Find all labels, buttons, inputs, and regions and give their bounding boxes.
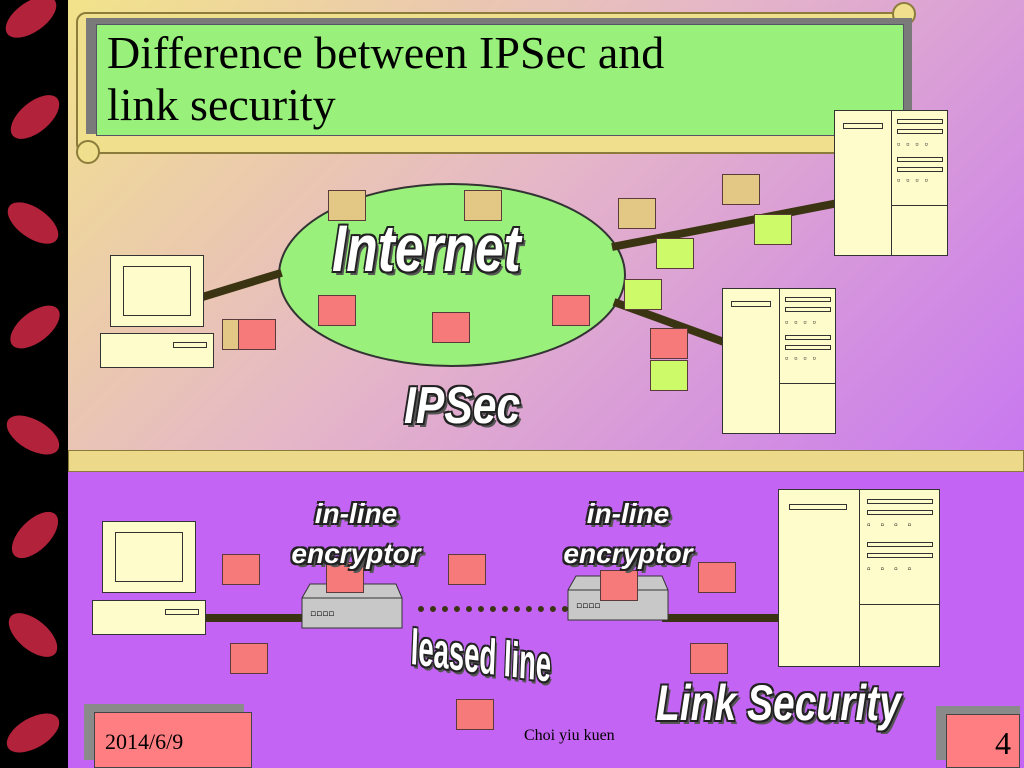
client-computer bbox=[102, 521, 196, 593]
petal-decoration bbox=[3, 86, 67, 148]
drive-slot bbox=[789, 504, 847, 510]
packet bbox=[754, 214, 792, 245]
drive-slot bbox=[897, 157, 943, 162]
client-computer bbox=[110, 255, 204, 327]
packet bbox=[448, 554, 486, 585]
title-box: Difference between IPSec and link securi… bbox=[96, 24, 904, 136]
page-title: Difference between IPSec and link securi… bbox=[107, 27, 664, 131]
drive-slot bbox=[843, 123, 883, 129]
ipsec-label: IPSec bbox=[404, 377, 521, 435]
packet bbox=[230, 643, 268, 674]
drive-slot bbox=[785, 297, 831, 302]
packet bbox=[318, 295, 356, 326]
packet bbox=[222, 554, 260, 585]
footer-date: 2014/6/9 bbox=[105, 729, 184, 754]
inline-encryptor-device: ▫▫▫▫ bbox=[301, 583, 403, 629]
encryptor-label-right: in-line encryptor bbox=[558, 494, 698, 574]
packet bbox=[464, 190, 502, 221]
petal-decoration bbox=[0, 407, 66, 463]
footer-author: Choi yiu kuen bbox=[524, 727, 615, 744]
packet bbox=[656, 238, 694, 269]
encryptor-label-line: encryptor bbox=[291, 538, 421, 569]
petal-decoration bbox=[0, 705, 66, 761]
packet bbox=[456, 699, 494, 730]
cable bbox=[194, 614, 312, 622]
drive-slot bbox=[785, 335, 831, 340]
drive-slot bbox=[867, 499, 933, 504]
packet bbox=[326, 562, 364, 593]
packet bbox=[650, 328, 688, 359]
led-row: ▫▫▫▫ bbox=[867, 564, 922, 575]
packet bbox=[600, 570, 638, 601]
led-row: ▫▫▫▫ bbox=[785, 353, 822, 363]
packet bbox=[552, 295, 590, 326]
server-divider bbox=[891, 205, 947, 206]
computer-base bbox=[100, 333, 214, 368]
petal-decoration bbox=[3, 503, 67, 567]
drive-slot bbox=[785, 307, 831, 312]
led-row: ▫▫▫▫ bbox=[867, 520, 922, 531]
cable bbox=[662, 614, 782, 622]
svg-text:▫▫▫▫: ▫▫▫▫ bbox=[310, 609, 334, 619]
led-row: ▫▫▫▫ bbox=[785, 317, 822, 327]
server-tower: ▫▫▫▫ ▫▫▫▫ bbox=[778, 489, 940, 667]
encryptor-label-left: in-line encryptor bbox=[286, 494, 426, 574]
packet bbox=[650, 360, 688, 391]
scroll-curl-icon bbox=[76, 140, 100, 164]
drive-slot bbox=[731, 301, 771, 307]
server-divider bbox=[859, 604, 939, 605]
drive-slot bbox=[867, 553, 933, 558]
encryptor-label-line: encryptor bbox=[563, 538, 693, 569]
drive-slot bbox=[173, 342, 207, 348]
packet bbox=[328, 190, 366, 221]
server-tower: ▫▫▫▫ ▫▫▫▫ bbox=[834, 110, 948, 256]
server-divider bbox=[779, 383, 835, 384]
left-decorative-strip bbox=[0, 0, 68, 768]
computer-base bbox=[92, 600, 206, 635]
drive-slot bbox=[165, 609, 199, 615]
server-divider bbox=[891, 111, 892, 255]
footer-date-box: 2014/6/9 bbox=[94, 712, 252, 768]
encryptor-label-line: in-line bbox=[314, 498, 398, 529]
packet bbox=[432, 312, 470, 343]
server-divider bbox=[779, 289, 780, 433]
packet bbox=[238, 319, 276, 350]
encryptor-label-line: in-line bbox=[586, 498, 670, 529]
packet bbox=[624, 279, 662, 310]
packet bbox=[698, 562, 736, 593]
monitor-screen bbox=[115, 532, 183, 582]
packet bbox=[618, 198, 656, 229]
petal-decoration bbox=[2, 297, 68, 357]
section-divider bbox=[68, 450, 1024, 472]
page-number: 4 bbox=[995, 725, 1011, 761]
drive-slot bbox=[897, 129, 943, 134]
page-title-line: Difference between IPSec and bbox=[107, 27, 665, 78]
svg-text:▫▫▫▫: ▫▫▫▫ bbox=[576, 601, 600, 611]
petal-decoration bbox=[1, 604, 65, 666]
led-row: ▫▫▫▫ bbox=[897, 175, 934, 185]
link-security-label: Link Security bbox=[656, 675, 901, 731]
monitor-screen bbox=[123, 266, 191, 316]
leased-line-dots bbox=[418, 606, 568, 618]
drive-slot bbox=[867, 510, 933, 515]
packet bbox=[690, 643, 728, 674]
page-title-line: link security bbox=[107, 79, 336, 130]
petal-decoration bbox=[0, 0, 64, 46]
server-divider bbox=[859, 490, 860, 666]
drive-slot bbox=[867, 542, 933, 547]
server-tower: ▫▫▫▫ ▫▫▫▫ bbox=[722, 288, 836, 434]
packet bbox=[722, 174, 760, 205]
internet-label: Internet bbox=[332, 211, 521, 285]
petal-decoration bbox=[0, 194, 66, 252]
drive-slot bbox=[897, 119, 943, 124]
drive-slot bbox=[785, 345, 831, 350]
footer-page-box: 4 bbox=[946, 714, 1020, 768]
drive-slot bbox=[897, 167, 943, 172]
led-row: ▫▫▫▫ bbox=[897, 139, 934, 149]
